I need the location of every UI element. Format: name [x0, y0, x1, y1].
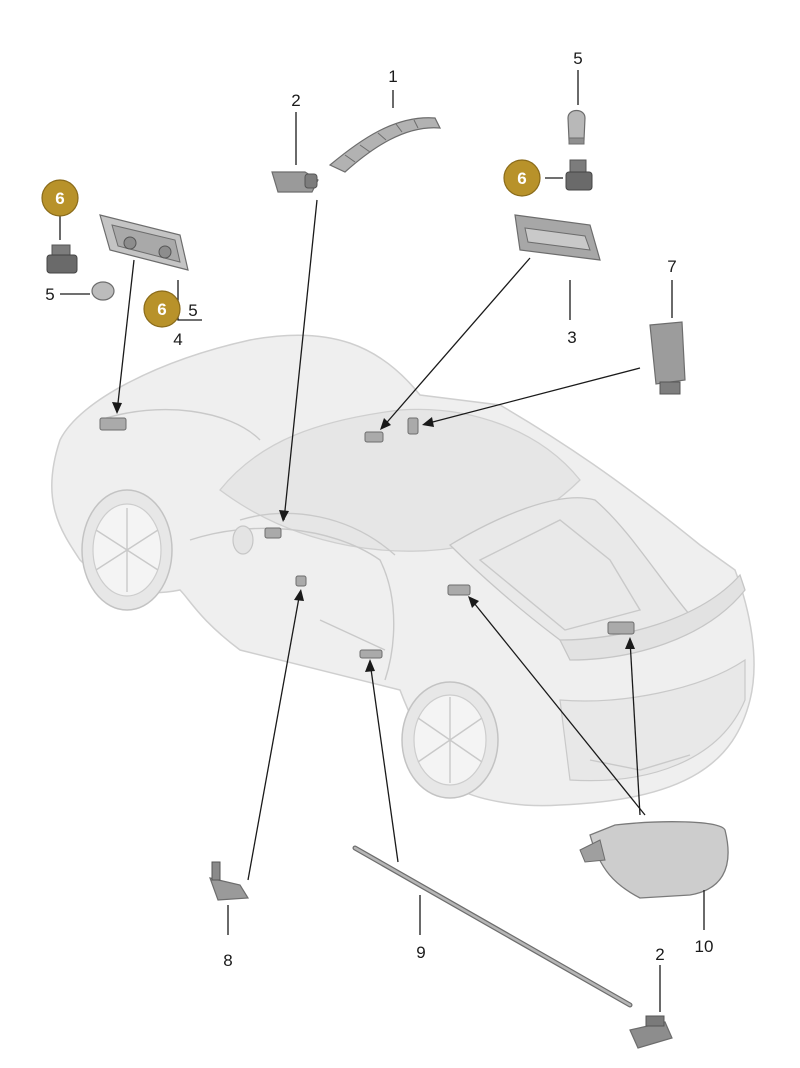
part-6-socket-top — [565, 159, 593, 191]
leader-lines — [59, 70, 705, 1012]
part-2-switch-bottom — [629, 1015, 673, 1049]
badge-6-right: 6 — [503, 159, 541, 197]
diffuser — [589, 754, 691, 771]
arrow-8 — [247, 591, 301, 881]
callout-5-top: 5 — [573, 49, 582, 68]
marker-front-light — [99, 417, 127, 431]
marker-interior-light — [364, 431, 384, 443]
marker-door-sensor — [295, 575, 307, 587]
arrow-3 — [381, 257, 531, 429]
callout-5-left: 5 — [45, 285, 54, 304]
part-10-rear-housing — [579, 821, 729, 899]
rear-wheel — [401, 681, 499, 799]
part-5-bulb-left — [91, 281, 115, 301]
callout-10: 10 — [695, 937, 714, 956]
hood-line — [99, 408, 261, 441]
callout-1: 1 — [388, 67, 397, 86]
car-illustration — [51, 334, 755, 807]
arrow-7 — [424, 367, 641, 425]
badge-6-left: 6 — [41, 179, 79, 217]
part-2-switch-top — [271, 171, 319, 193]
part-1-light-strip — [328, 117, 442, 173]
callout-4: 4 — [173, 330, 182, 349]
svg-text:6: 6 — [55, 189, 64, 208]
part-4-light-housing-left — [99, 214, 189, 271]
arrow-2-top — [283, 199, 318, 521]
marker-rear-light-left — [447, 584, 471, 596]
callout-9: 9 — [416, 943, 425, 962]
part-7-control-module — [649, 321, 686, 395]
marker-sill-strip — [359, 649, 383, 659]
callout-3: 3 — [567, 328, 576, 347]
car-markers — [99, 417, 635, 659]
part-6-socket-left — [46, 244, 78, 274]
svg-text:6: 6 — [157, 300, 166, 319]
arrow-9 — [369, 661, 399, 863]
badge-6-mid: 6 — [143, 290, 181, 328]
front-wheel — [81, 489, 173, 611]
side-mirror — [232, 525, 254, 555]
window-line — [239, 512, 396, 556]
part-5-bulb-top — [567, 109, 586, 145]
part-8-contact-switch — [209, 861, 250, 901]
part-3-light-housing — [514, 214, 601, 261]
rear-fascia — [559, 658, 746, 782]
arrow-10-left — [469, 597, 646, 816]
arrow-4 — [116, 259, 135, 413]
car-body — [51, 334, 755, 807]
callout-5-mid: 5 — [188, 301, 197, 320]
marker-module — [407, 417, 419, 435]
callout-7: 7 — [667, 257, 676, 276]
callout-2-bottom: 2 — [655, 945, 664, 964]
svg-text:6: 6 — [517, 169, 526, 188]
marker-rear-light-right — [607, 621, 635, 635]
side-intake — [319, 619, 386, 651]
arrow-10-right — [629, 639, 641, 816]
part-9-long-strip — [352, 845, 633, 1008]
callout-numbers: 1 2 2 3 4 5 5 5 7 8 9 10 — [45, 49, 713, 970]
marker-switch-door — [264, 527, 282, 539]
callout-2-top: 2 — [291, 91, 300, 110]
callout-8: 8 — [223, 951, 232, 970]
rear-window-frame — [478, 519, 642, 631]
